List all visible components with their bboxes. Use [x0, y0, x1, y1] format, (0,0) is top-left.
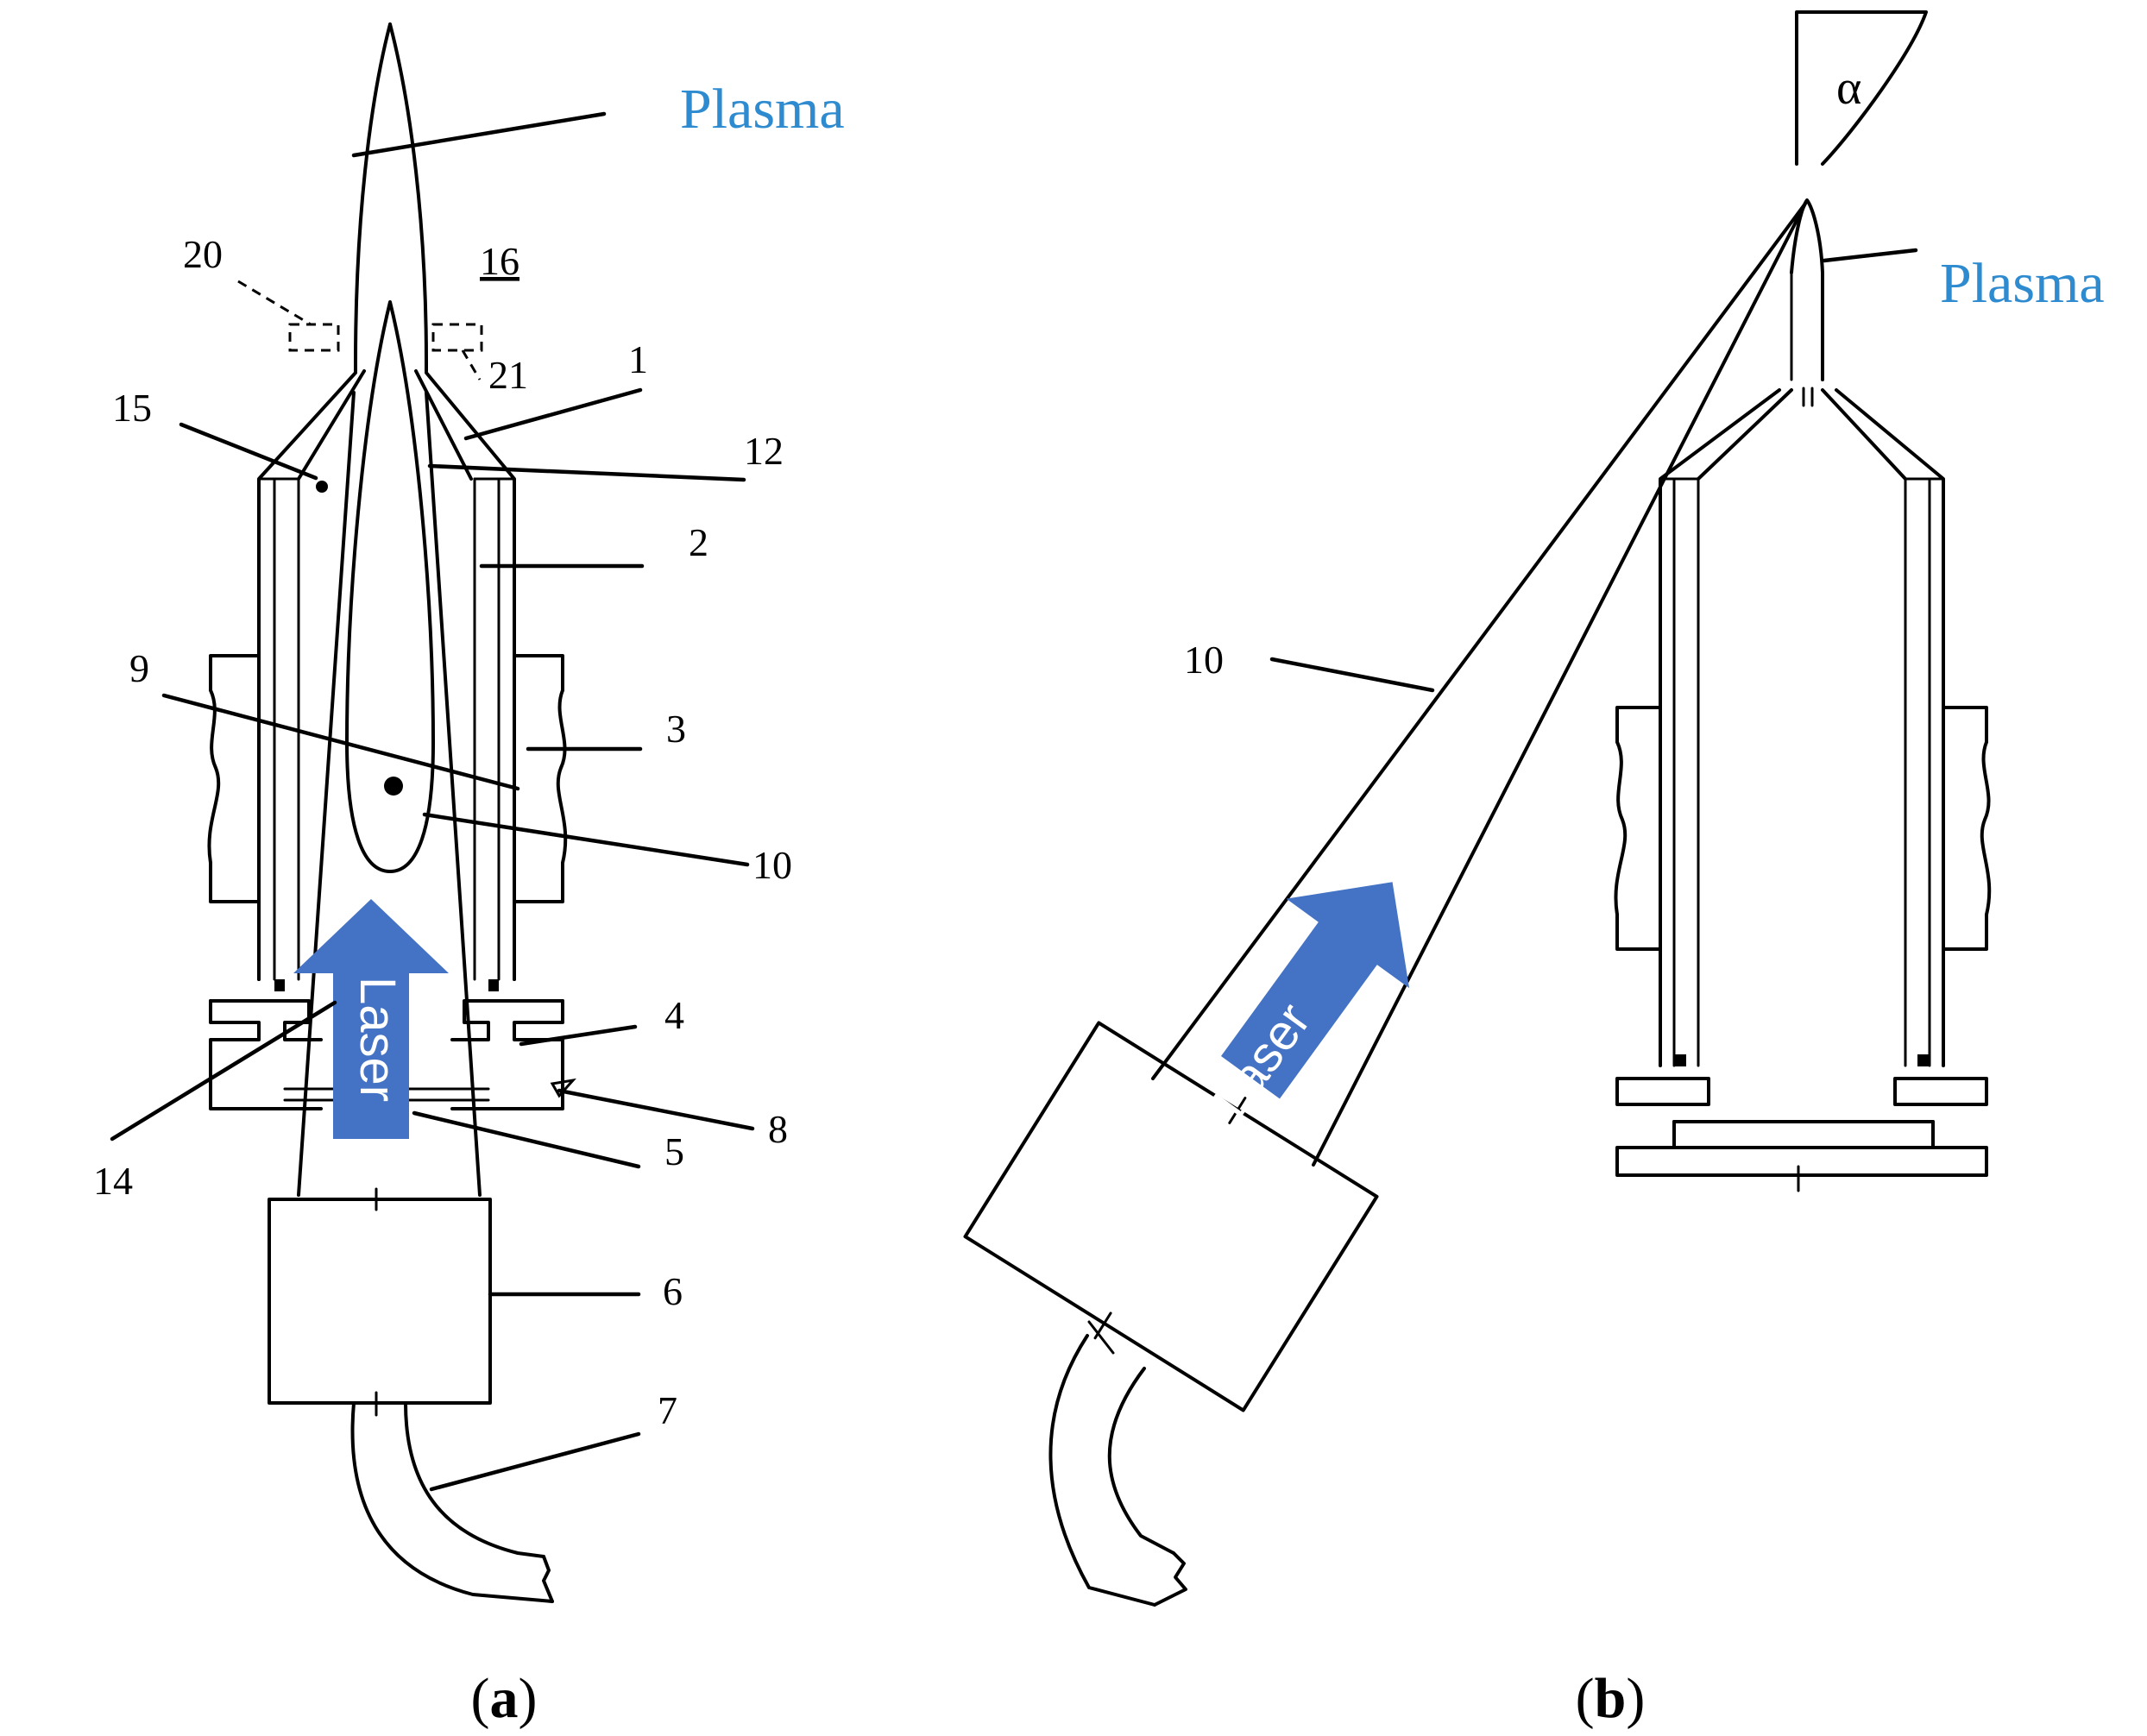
- fiber-cable-b: [1048, 1334, 1175, 1607]
- part-label-7: 7: [658, 1388, 677, 1432]
- flange-assembly-b: [1615, 1077, 1988, 1192]
- laser-beam-a: [297, 391, 482, 1197]
- plasma-label-a: Plasma: [680, 78, 845, 141]
- panel-a-diagram: Laser Plasma 1 12 2 3 10: [93, 22, 845, 1730]
- part-label-10: 10: [752, 843, 792, 887]
- point-15: [316, 481, 328, 493]
- nozzle-cone-a: [257, 369, 516, 981]
- caption-b: (b): [1576, 1667, 1646, 1730]
- housing-body-a: [207, 654, 568, 981]
- part-label-1: 1: [628, 337, 648, 381]
- part-label-8: 8: [768, 1107, 788, 1151]
- flange-assembly-a: [209, 979, 564, 1110]
- laser-arrow-b: [1220, 882, 1410, 1099]
- part-label-21: 21: [488, 353, 528, 397]
- part-label-9: 9: [129, 646, 149, 690]
- housing-body-b: [1614, 706, 1992, 1066]
- part-label-12: 12: [744, 429, 784, 473]
- laser-beam-b: [1151, 202, 1807, 1167]
- laser-arrow-a: [293, 899, 449, 1139]
- part-label-5: 5: [664, 1129, 684, 1173]
- laser-label-a: Laser: [349, 977, 406, 1102]
- plasma-label-b: Plasma: [1940, 252, 2105, 315]
- leader-line-10-b: [1269, 657, 1435, 693]
- plasma-plume-b: [1790, 198, 1824, 381]
- part-label-14: 14: [93, 1159, 133, 1203]
- angle-alpha-label: α: [1836, 61, 1861, 115]
- lens-housing-6: [268, 1198, 492, 1405]
- part-label-4: 4: [664, 993, 684, 1037]
- part-label-6: 6: [663, 1269, 683, 1313]
- focus-point-9: [384, 777, 403, 796]
- plasma-leader-b: [1822, 248, 1918, 263]
- angle-alpha-indicator: α: [1795, 10, 1928, 166]
- part-label-15: 15: [112, 386, 152, 430]
- nozzle-body-b: [1659, 387, 1945, 1067]
- panel-b-diagram: α: [963, 10, 2105, 1730]
- part-label-3: 3: [666, 707, 686, 751]
- fiber-cable-7: [350, 1401, 554, 1603]
- inner-element-a: [345, 300, 435, 873]
- caption-a: (a): [471, 1667, 538, 1730]
- sensor-box-20: [288, 323, 340, 352]
- part-label-2: 2: [689, 520, 708, 564]
- part-label-16: 16: [480, 239, 519, 283]
- part-label-10-b: 10: [1184, 638, 1224, 682]
- leader-lines-a: [110, 111, 755, 1492]
- plasma-plume-a: [354, 22, 428, 373]
- part-label-20: 20: [183, 232, 223, 276]
- sensor-box-21: [431, 323, 483, 352]
- part-labels-a: 1 12 2 3 10 4 8 5 6 7 9 14 15 16 20 21: [93, 232, 792, 1432]
